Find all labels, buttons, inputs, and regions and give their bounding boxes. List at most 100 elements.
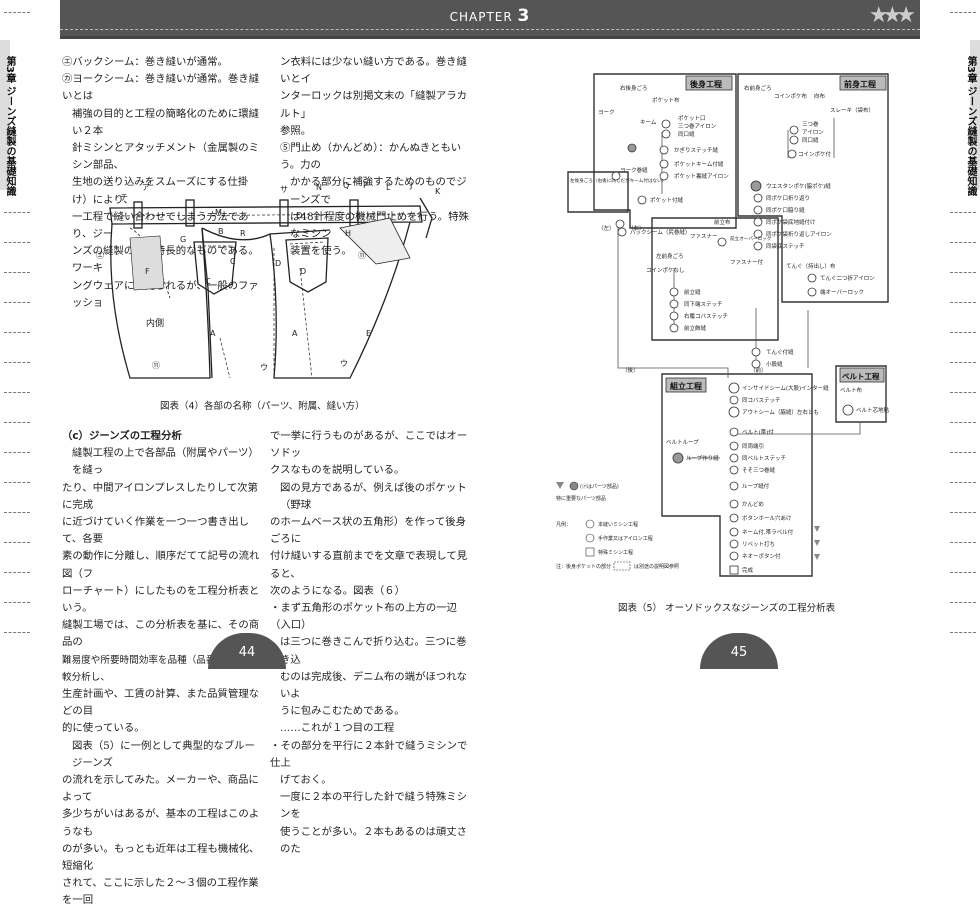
text-line: ㋕ヨークシーム：巻き縫いが通常。巻き縫いとは xyxy=(62,73,260,103)
chapter-header: CHAPTER 3 ★★★ xyxy=(60,0,920,39)
svg-text:P: P xyxy=(363,181,368,190)
section-assembly-label: 組立工程 xyxy=(670,381,702,391)
front-item: 同袋底ステッチ xyxy=(766,242,805,250)
left-col4: で一挙に行うものがあるが、ここではオーソドッ クスなものを説明している。 図の見… xyxy=(270,428,470,858)
text-line: 針ミシンとアタッチメント（金属製のミシン部品、 xyxy=(72,142,260,172)
svg-text:⑪: ⑪ xyxy=(358,251,366,260)
section-belt: ベルト工程 xyxy=(839,367,885,383)
chapter-number: 3 xyxy=(517,6,531,26)
label-pocket-cloth: ポケット布 xyxy=(652,96,680,104)
middle-item: 前立布 xyxy=(714,218,731,226)
text-line: ンターロックは別掲文末の「縫製アラカルト」 xyxy=(280,90,468,120)
text-line: うに包みこむためである。 xyxy=(280,705,405,718)
front-item: コインポケ付 xyxy=(798,150,832,158)
text-line: 使うことが多い。２本もあるのは頑丈さのた xyxy=(280,825,468,855)
assembly-item: 同両端引 xyxy=(742,442,764,450)
text-line: は三つに巻きこんで折り込む。三つに巻き込 xyxy=(280,636,467,666)
back-item: ポケット裏縫アイロン xyxy=(674,172,729,180)
svg-text:F: F xyxy=(145,267,150,276)
svg-text:K: K xyxy=(435,187,441,196)
text-line: 図の見方であるが、例えば後のポケット（野球 xyxy=(280,481,467,511)
label-belt-loop: ベルトループ xyxy=(666,439,699,446)
legend-line: 本縫いミシン工程 xyxy=(598,521,638,528)
side-tab-right: 第3章 ジーンズ縫製の基礎知識 xyxy=(965,56,976,197)
middle-item: 前立飾縫 xyxy=(684,324,707,332)
text-line: 次のようになる。図表（６） xyxy=(270,584,406,597)
text-line: 縫製工場では、この分析表を基に、その商品の xyxy=(62,619,260,649)
front-item: アイロン xyxy=(802,129,824,136)
label-loop-making: ループ作り縫 xyxy=(686,454,719,462)
assembly-item: インサイドシーム(大股)インター縫 xyxy=(742,384,829,392)
middle-item: ファスナー xyxy=(690,233,718,240)
svg-text:ア: ア xyxy=(142,183,150,192)
chapter-title: CHAPTER 3 xyxy=(60,6,920,26)
text-line: に近づけていく作業を一つ一つ書き出して、各要 xyxy=(62,516,250,546)
text-line: 図表（5）に一例として典型的なブルージーンズ xyxy=(72,739,255,769)
text-line: のホームベース状の五角形）を作って後身ごろに xyxy=(270,516,467,546)
front-item: 三つ巻 xyxy=(802,120,819,128)
assembly-item: ネオーボタン付 xyxy=(742,552,781,560)
svg-text:ウ: ウ xyxy=(260,363,268,372)
left-col2: ン衣料には少ない縫い方である。巻き縫いとイ ンターロックは別掲文末の「縫製アラカ… xyxy=(280,54,470,260)
section-front: 前身工程 xyxy=(839,75,887,91)
back-item: ポケット付縫 xyxy=(650,196,684,204)
text-line: ⑤門止め（かんどめ）：かんぬきともいう。力の xyxy=(280,142,462,172)
figure5-caption: 図表（5） オーソドックスなジーンズの工程分析表 xyxy=(618,603,836,614)
svg-text:D: D xyxy=(300,267,306,276)
label-fly-attach: てんぐ付縫 xyxy=(766,348,794,356)
text-line: たり、中間アイロンプレスしたりして次第に完成 xyxy=(62,481,258,511)
middle-item: 右履コバステッチ xyxy=(684,312,728,320)
text-line: げておく。 xyxy=(280,774,332,787)
svg-text:㋓: ㋓ xyxy=(96,251,104,260)
text-line: ・その部分を平行に２本針で縫うミシンで仕上 xyxy=(270,739,468,769)
section-front-label: 前身工程 xyxy=(844,79,876,89)
front-item: 同ポケ袋底地縫付け xyxy=(766,218,816,226)
text-line: 素の動作に分離し、順序だてて記号の流れ図（フ xyxy=(62,550,260,580)
label-left-back: 左後身ごろ（右後に同じだがキーム付はない） xyxy=(570,177,666,184)
label-coin-pocket: コインポケ布 xyxy=(774,92,808,100)
text-line: ングウェアにも見られるが、一般のファッショ xyxy=(72,279,259,309)
label-fly-shield: てんぐ（持出し）布 xyxy=(786,262,836,270)
section-belt-label: ベルト工程 xyxy=(842,372,880,381)
left-margin: 第3章 ジーンズ縫製の基礎知識 xyxy=(0,0,36,669)
label-pocket-lining: スレーキ（袋布） xyxy=(830,106,874,114)
chapter-label: CHAPTER xyxy=(449,10,513,24)
side-tab-left: 第3章 ジーンズ縫製の基礎知識 xyxy=(4,56,15,197)
legend-line: (㋐はパーツ部品) xyxy=(580,483,619,490)
back-item: かぎりステッチ縫 xyxy=(674,146,719,154)
svg-text:チ: チ xyxy=(120,193,128,202)
belt-item: ベルト布 xyxy=(840,386,863,394)
label-back-side: （後） xyxy=(622,366,639,374)
back-item: ポケット口 xyxy=(678,115,706,122)
assembly-item: リベット打ち xyxy=(742,540,775,548)
section-back: 後身工程 xyxy=(685,75,733,91)
middle-item: バックシーム（尻巻縫） xyxy=(630,228,690,236)
text-line: 装置を使う。 xyxy=(290,245,352,258)
text-line: 生産計画や、工賃の計算、また品質管理などの目 xyxy=(62,688,260,718)
text-line: かかる部分に補強するためのものでジーンズで xyxy=(290,176,467,206)
label-left-front: 左前身ごろ xyxy=(656,252,684,260)
svg-text:C: C xyxy=(230,257,236,266)
front-item: 同ポケ袋折り返しアイロン xyxy=(766,230,832,238)
text-line: クスなものを説明している。 xyxy=(270,464,405,477)
svg-text:C: C xyxy=(205,277,211,286)
middle-item: 同下端ステッチ xyxy=(684,300,723,308)
page-number-right: 45 xyxy=(700,633,778,669)
text-line: で一挙に行うものがあるが、ここではオーソドッ xyxy=(270,430,468,460)
text-line: 生地の送り込みをスムーズにする仕掛け）により、 xyxy=(72,176,249,206)
legend-line: 注：後身ポケットの部分 xyxy=(556,563,611,570)
assembly-item: 同ベルトステッチ xyxy=(742,455,786,462)
section-assembly: 組立工程 xyxy=(665,377,707,393)
figure4-caption: 図表（4）各部の名称（パーツ、附属、縫い方） xyxy=(160,401,365,412)
process-analysis-chart: 後身工程 前身工程 ベルト工程 組立工程 右後身ごろ ポケット布 ヨーク キーム… xyxy=(556,73,890,577)
svg-text:L: L xyxy=(386,183,391,192)
assembly-item: 同コバステッチ xyxy=(742,397,781,404)
front-item: 同ポケ口脇り縫 xyxy=(766,206,805,214)
back-item: 三つ巻アイロン xyxy=(678,122,717,130)
middle-item: ファスナー付 xyxy=(730,258,764,266)
svg-text:A: A xyxy=(292,329,298,338)
svg-text:D: D xyxy=(275,259,281,268)
text-line: 一工程で縫い合わせてしまう方法であり、ジー xyxy=(72,210,249,241)
